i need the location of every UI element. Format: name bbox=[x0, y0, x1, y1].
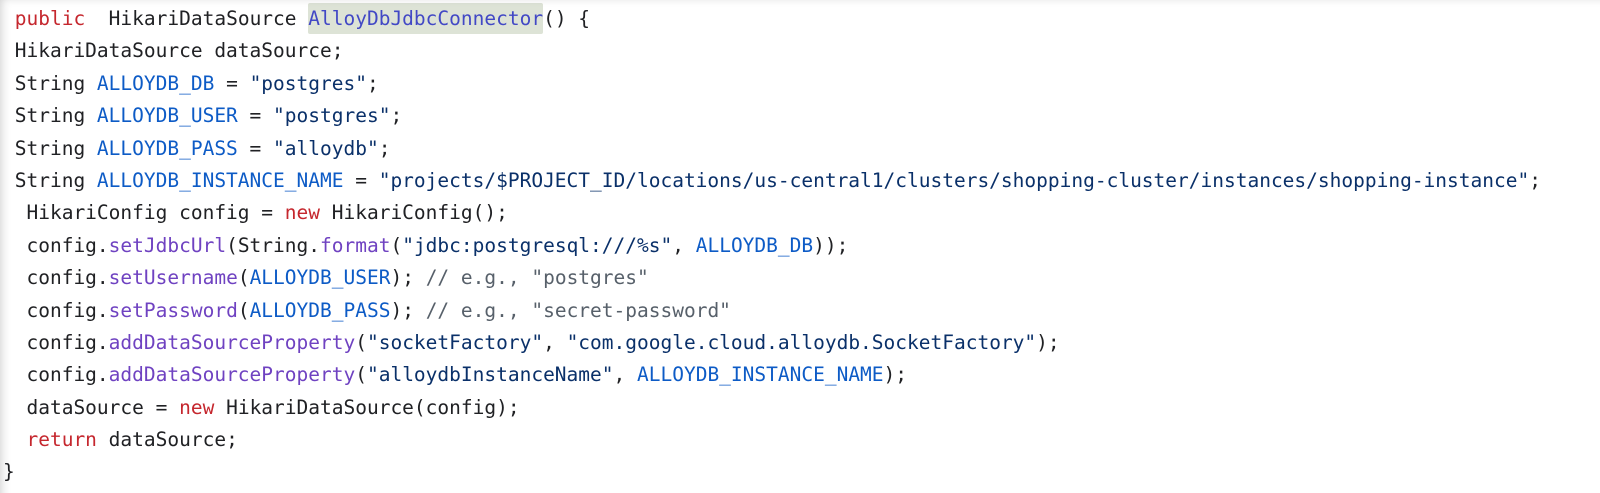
code-token-plain: HikariConfig config = bbox=[3, 201, 285, 225]
code-token-plain: , bbox=[543, 330, 567, 354]
code-token-plain: ); bbox=[883, 363, 908, 387]
code-token-string: "projects/$PROJECT_ID/locations/us-centr… bbox=[378, 168, 1530, 192]
code-token-constant: ALLOYDB_PASS bbox=[249, 298, 391, 322]
code-line: String ALLOYDB_DB = "postgres"; bbox=[3, 68, 1600, 100]
code-token-plain: config. bbox=[3, 330, 109, 354]
code-token-plain: = bbox=[343, 168, 379, 192]
code-token-plain: HikariDataSource(config); bbox=[214, 395, 520, 419]
code-token-keyword: new bbox=[284, 201, 320, 225]
code-token-plain: HikariDataSource bbox=[85, 7, 309, 30]
code-token-constant: ALLOYDB_PASS bbox=[96, 136, 238, 160]
code-token-plain: config. bbox=[3, 298, 109, 322]
code-token-plain: dataSource; bbox=[96, 428, 238, 452]
code-token-string: "com.google.cloud.alloydb.SocketFactory" bbox=[566, 330, 1037, 354]
code-token-plain: ( bbox=[237, 298, 250, 322]
code-token-string: "socketFactory" bbox=[366, 330, 544, 354]
code-token-constant: ALLOYDB_DB bbox=[695, 233, 814, 257]
code-token-plain: String bbox=[3, 136, 97, 160]
code-token-plain: ); bbox=[1036, 330, 1060, 354]
code-token-constant: ALLOYDB_USER bbox=[249, 266, 391, 290]
code-token-plain: HikariDataSource dataSource; bbox=[3, 39, 344, 63]
code-line: } bbox=[3, 456, 1600, 488]
code-token-keyword: return bbox=[26, 428, 97, 452]
code-token-plain: ; bbox=[390, 104, 403, 128]
code-token-plain: config. bbox=[3, 266, 109, 290]
code-line: String ALLOYDB_INSTANCE_NAME = "projects… bbox=[3, 165, 1600, 197]
code-line: HikariConfig config = new HikariConfig()… bbox=[3, 197, 1600, 229]
code-line: String ALLOYDB_USER = "postgres"; bbox=[3, 100, 1600, 132]
code-token-plain: HikariConfig(); bbox=[320, 201, 508, 225]
code-token-function: addDataSourceProperty bbox=[108, 330, 356, 354]
code-line: config.addDataSourceProperty("alloydbIns… bbox=[3, 359, 1600, 391]
code-token-plain: = bbox=[237, 136, 274, 160]
selected-symbol-highlight[interactable]: AlloyDbJdbcConnector bbox=[308, 3, 544, 34]
code-line: config.addDataSourceProperty("socketFact… bbox=[3, 327, 1600, 359]
code-line: String ALLOYDB_PASS = "alloydb"; bbox=[3, 133, 1600, 165]
code-line: public HikariDataSource AlloyDbJdbcConne… bbox=[3, 3, 1600, 35]
code-token-plain: ; bbox=[378, 136, 391, 160]
code-token-string: "jdbc:postgresql:///%s" bbox=[402, 233, 673, 257]
code-token-plain: = bbox=[237, 104, 274, 128]
code-token-string: "postgres" bbox=[273, 104, 391, 128]
code-token-keyword: new bbox=[179, 395, 215, 419]
code-token-comment: // e.g., "postgres" bbox=[425, 266, 649, 290]
code-token-constant: ALLOYDB_INSTANCE_NAME bbox=[96, 168, 344, 192]
code-token-plain: = bbox=[214, 71, 250, 95]
code-line: return dataSource; bbox=[3, 424, 1600, 456]
code-token-plain: , bbox=[672, 233, 696, 257]
code-token-constant: ALLOYDB_USER bbox=[96, 104, 238, 128]
code-token-keyword: public bbox=[14, 7, 86, 30]
code-token-string: "alloydbInstanceName" bbox=[366, 363, 614, 387]
code-token-plain: (String. bbox=[226, 233, 320, 257]
code-token-plain: config. bbox=[3, 233, 109, 257]
code-token-function: setPassword bbox=[108, 298, 238, 322]
code-token-plain: )); bbox=[813, 233, 849, 257]
code-token-plain bbox=[3, 428, 26, 451]
code-token-plain: ( bbox=[355, 363, 367, 387]
code-token-plain: ; bbox=[366, 71, 379, 95]
code-token-string: "postgres" bbox=[249, 71, 367, 95]
code-token-plain: ( bbox=[355, 330, 367, 354]
code-token-plain: String bbox=[3, 71, 97, 95]
code-token-function: setUsername bbox=[108, 266, 238, 290]
code-token-plain bbox=[3, 7, 15, 30]
code-token-plain: ); bbox=[390, 266, 426, 290]
code-token-plain: ( bbox=[237, 266, 250, 290]
code-token-plain: () { bbox=[543, 7, 591, 30]
code-token-plain: dataSource = bbox=[3, 395, 180, 419]
code-line: HikariDataSource dataSource; bbox=[3, 35, 1600, 67]
code-token-string: "alloydb" bbox=[273, 136, 379, 160]
code-token-constant: ALLOYDB_DB bbox=[96, 71, 215, 95]
code-token-function: addDataSourceProperty bbox=[108, 363, 356, 387]
code-line: config.setUsername(ALLOYDB_USER); // e.g… bbox=[3, 262, 1600, 294]
code-token-plain: ; bbox=[1529, 168, 1541, 192]
code-token-function: setJdbcUrl bbox=[108, 233, 227, 257]
code-line: config.setJdbcUrl(String.format("jdbc:po… bbox=[3, 230, 1600, 262]
code-token-constant: ALLOYDB_INSTANCE_NAME bbox=[637, 363, 884, 387]
code-token-function: format bbox=[320, 233, 391, 257]
code-token-plain: , bbox=[613, 363, 637, 387]
code-line: config.setPassword(ALLOYDB_PASS); // e.g… bbox=[3, 295, 1600, 327]
code-token-plain: } bbox=[3, 460, 15, 484]
code-token-comment: // e.g., "secret-password" bbox=[425, 298, 731, 322]
code-line: dataSource = new HikariDataSource(config… bbox=[3, 392, 1600, 424]
code-token-plain: ( bbox=[390, 233, 403, 257]
code-token-plain: String bbox=[3, 104, 97, 128]
code-token-plain: String bbox=[3, 168, 97, 192]
code-token-plain: config. bbox=[3, 363, 109, 387]
code-token-plain: ); bbox=[390, 298, 426, 322]
